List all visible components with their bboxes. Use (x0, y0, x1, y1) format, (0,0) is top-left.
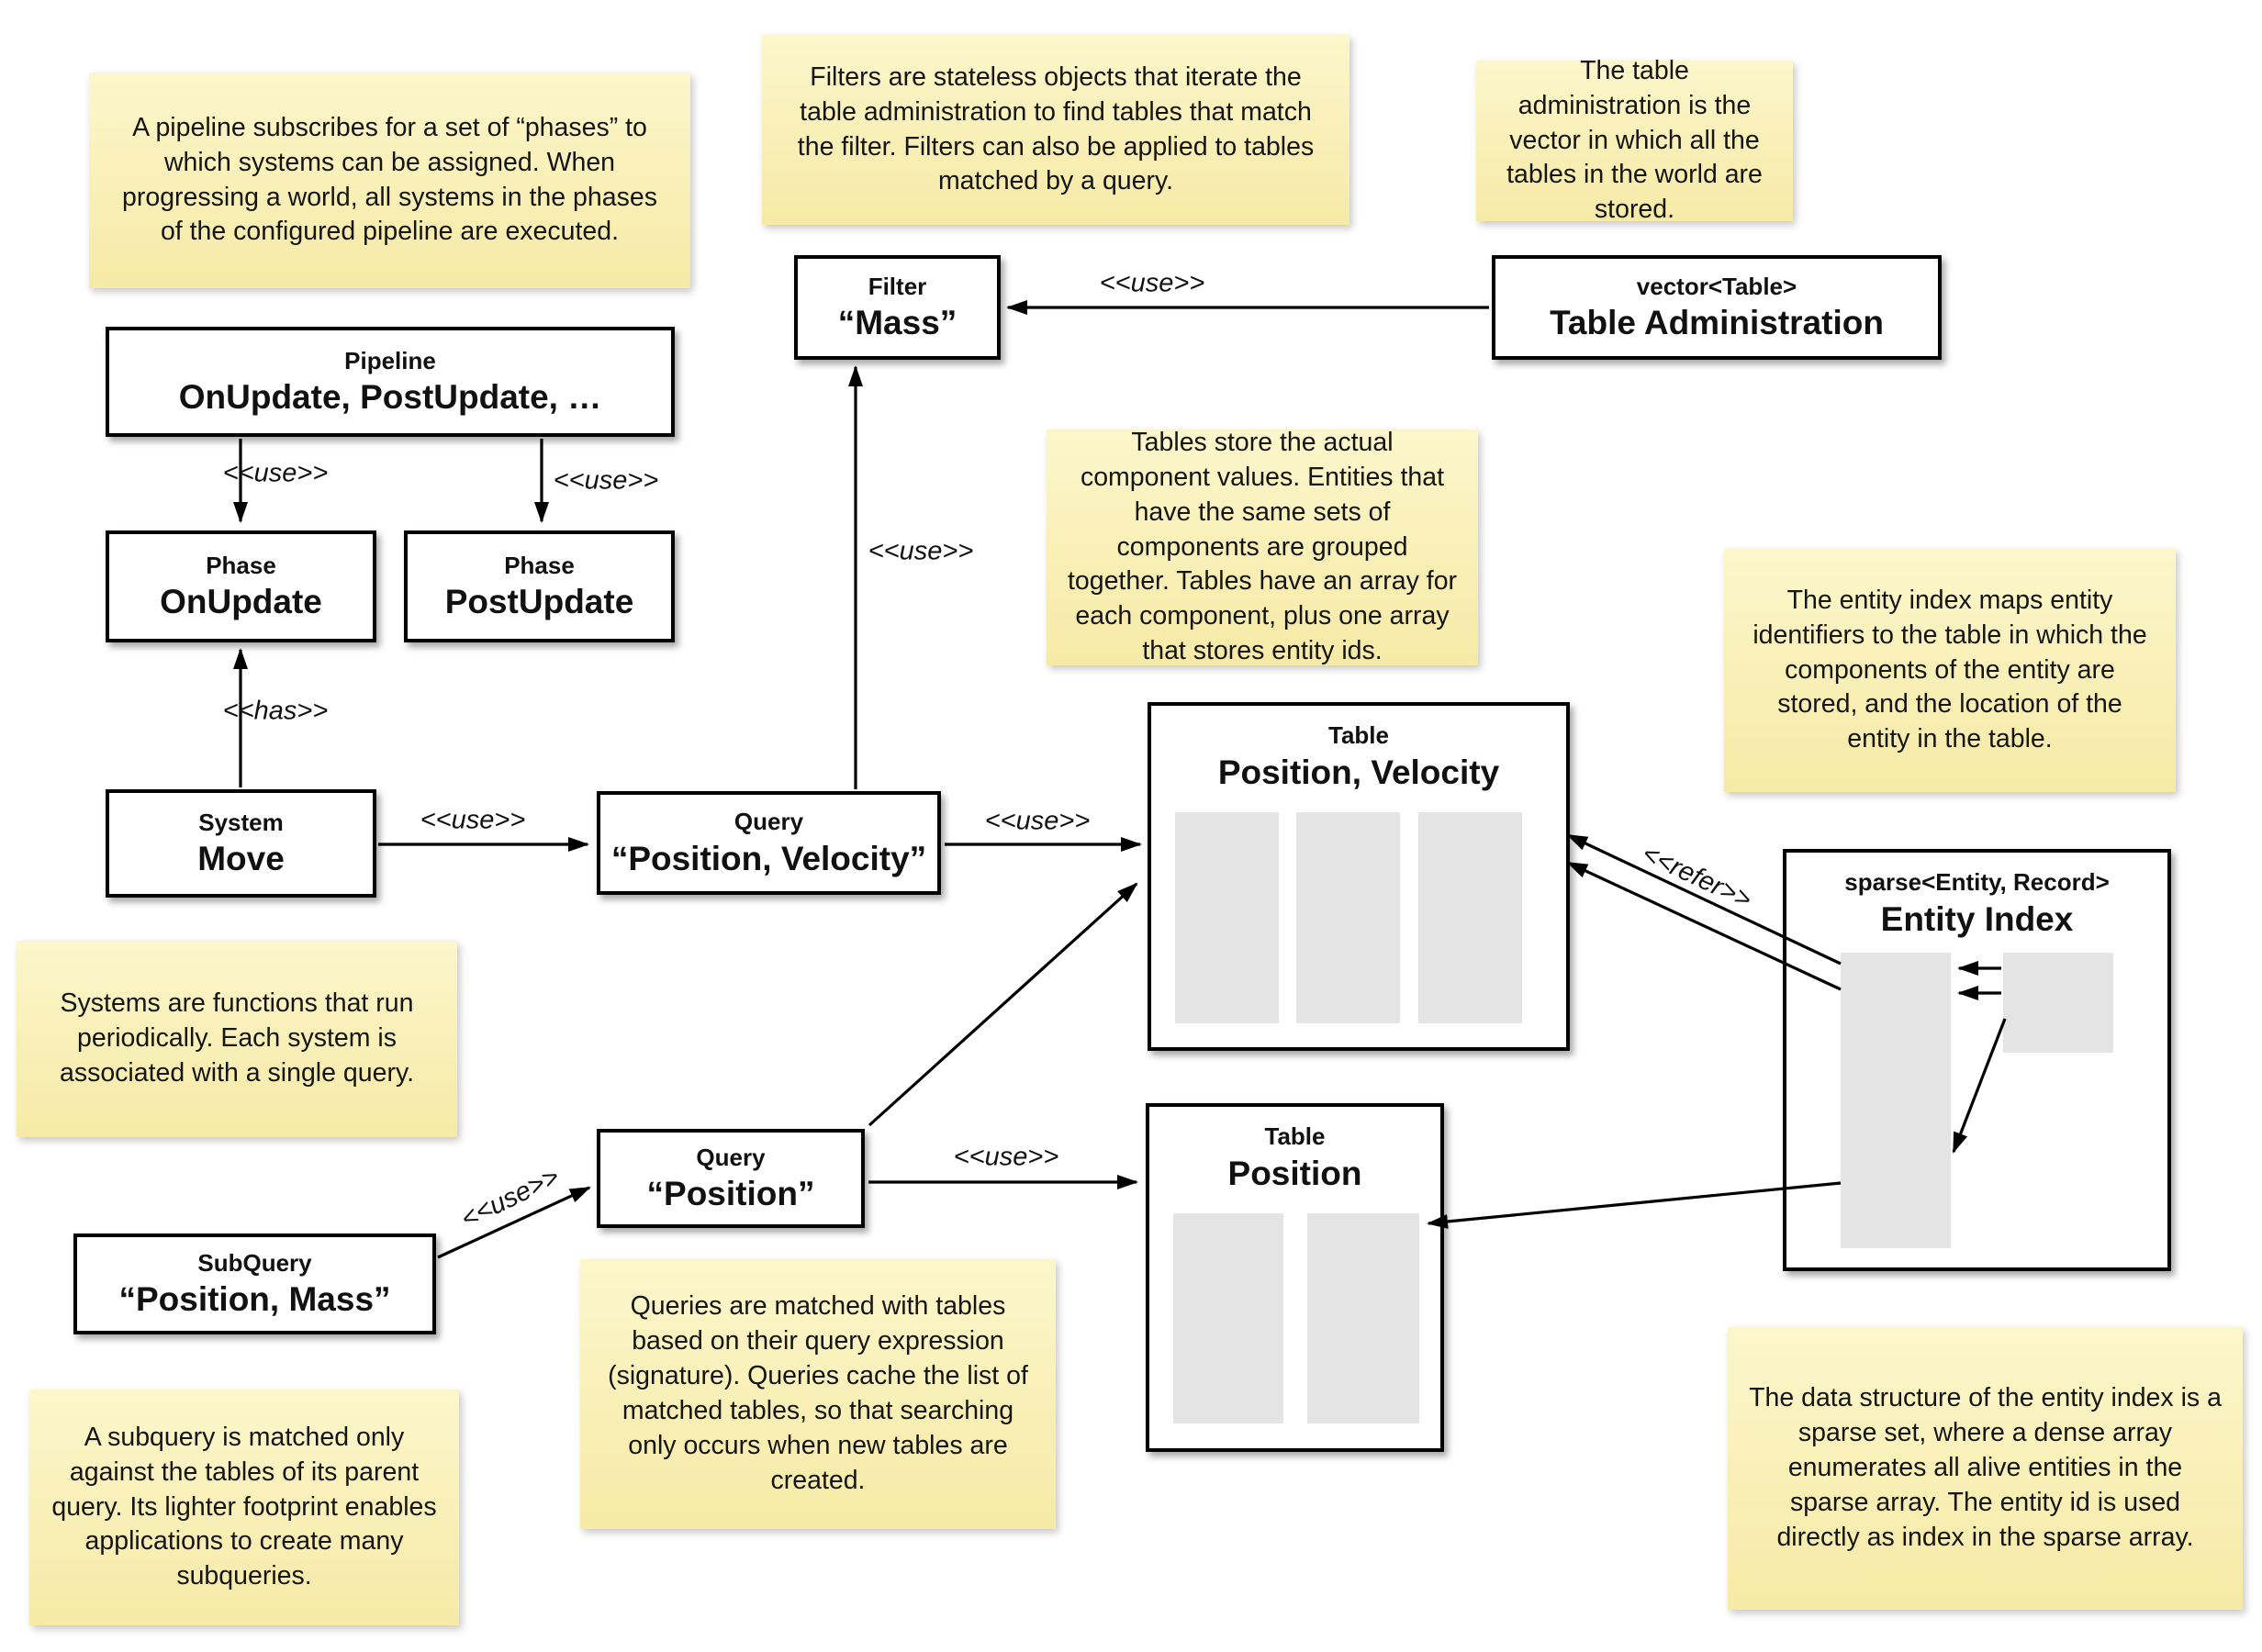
note-systems-text: Systems are functions that run periodica… (59, 988, 415, 1088)
edge-queryposition-table-pv (868, 882, 1138, 1127)
edge-label-use: <<use>> (553, 465, 659, 496)
sparse-array-bar (1841, 953, 1951, 1248)
box-entity-index-stereotype: sparse<Entity, Record> (1844, 868, 2110, 896)
edge-label-use: <<use>> (1099, 268, 1205, 298)
box-filter-mass: Filter “Mass” (794, 255, 1001, 360)
note-tables-text: Tables store the actual component values… (1067, 427, 1458, 666)
box-phase-postupdate: Phase PostUpdate (404, 530, 675, 642)
note-tables: Tables store the actual component values… (1047, 428, 1478, 665)
note-sparse-set: The data structure of the entity index i… (1728, 1327, 2243, 1610)
entity-id-array-bar (1307, 1213, 1419, 1423)
box-query-position-velocity-stereotype: Query (733, 808, 804, 836)
edge-entityindex-tableposition (1427, 1181, 1842, 1229)
edge-label-use: <<use>> (420, 805, 526, 835)
box-table-administration-name: Table Administration (1550, 304, 1884, 342)
edge-label-use: <<use>> (868, 536, 974, 566)
box-entity-index: sparse<Entity, Record> Entity Index (1783, 849, 2171, 1271)
box-query-position: Query “Position” (597, 1129, 865, 1228)
box-table-administration-stereotype: vector<Table> (1636, 272, 1797, 300)
edge-label-use: <<use>> (953, 1142, 1059, 1172)
note-entity-index-text: The entity index maps entity identifiers… (1752, 585, 2147, 754)
box-system-move-stereotype: System (198, 808, 284, 836)
edge-label-use: <<use>> (984, 806, 1091, 836)
box-phase-postupdate-name: PostUpdate (444, 583, 634, 621)
note-queries: Queries are matched with tables based on… (580, 1259, 1056, 1529)
box-query-position-stereotype: Query (696, 1143, 766, 1171)
entity-id-array-bar (1418, 812, 1522, 1023)
edge-label-refer: <<refer>> (1637, 839, 1756, 915)
note-filters: Filters are stateless objects that itera… (762, 35, 1349, 225)
box-table-position-velocity-name: Position, Velocity (1217, 753, 1500, 791)
note-filters-text: Filters are stateless objects that itera… (797, 61, 1315, 196)
box-table-position: Table Position (1146, 1103, 1444, 1452)
box-subquery-name: “Position, Mass” (118, 1280, 391, 1319)
box-filter-mass-name: “Mass” (837, 304, 957, 342)
note-systems: Systems are functions that run periodica… (17, 941, 457, 1137)
box-pipeline-name: OnUpdate, PostUpdate, … (178, 378, 602, 417)
note-sparse-set-text: The data structure of the entity index i… (1749, 1383, 2222, 1552)
box-table-position-stereotype: Table (1264, 1122, 1326, 1150)
edge-label-has: <<has>> (222, 696, 329, 726)
box-system-move-name: Move (197, 840, 285, 878)
note-subquery-text: A subquery is matched only against the t… (51, 1422, 437, 1591)
note-table-administration-text: The table administration is the vector i… (1506, 55, 1763, 225)
box-phase-postupdate-stereotype: Phase (504, 551, 575, 579)
note-table-administration: The table administration is the vector i… (1476, 56, 1793, 224)
box-table-position-velocity: Table Position, Velocity (1148, 702, 1570, 1051)
edge-label-use: <<use>> (456, 1162, 565, 1235)
box-query-position-velocity-name: “Position, Velocity” (610, 839, 927, 877)
note-subquery: A subquery is matched only against the t… (29, 1390, 459, 1625)
box-query-position-name: “Position” (646, 1175, 815, 1213)
dense-array-bar (2003, 953, 2113, 1053)
component-array-bar (1175, 812, 1279, 1023)
box-phase-onupdate: Phase OnUpdate (106, 530, 376, 642)
box-system-move: System Move (106, 789, 376, 898)
note-pipeline-text: A pipeline subscribes for a set of “phas… (122, 112, 657, 247)
component-array-bar (1296, 812, 1400, 1023)
box-filter-mass-stereotype: Filter (868, 272, 927, 300)
box-pipeline-stereotype: Pipeline (344, 346, 436, 374)
box-table-administration: vector<Table> Table Administration (1492, 255, 1942, 360)
box-query-position-velocity: Query “Position, Velocity” (597, 791, 941, 895)
box-subquery: SubQuery “Position, Mass” (73, 1233, 436, 1334)
box-phase-onupdate-name: OnUpdate (160, 583, 322, 621)
box-phase-onupdate-stereotype: Phase (206, 551, 276, 579)
note-pipeline: A pipeline subscribes for a set of “phas… (89, 73, 690, 288)
box-subquery-stereotype: SubQuery (197, 1248, 312, 1277)
edge-label-use: <<use>> (222, 458, 329, 488)
component-array-bar (1173, 1213, 1283, 1423)
note-queries-text: Queries are matched with tables based on… (608, 1291, 1028, 1495)
box-table-position-name: Position (1227, 1154, 1362, 1192)
box-table-position-velocity-stereotype: Table (1328, 721, 1389, 749)
note-entity-index: The entity index maps entity identifiers… (1724, 549, 2176, 792)
box-entity-index-name: Entity Index (1880, 899, 2074, 938)
box-pipeline: Pipeline OnUpdate, PostUpdate, … (106, 327, 675, 437)
